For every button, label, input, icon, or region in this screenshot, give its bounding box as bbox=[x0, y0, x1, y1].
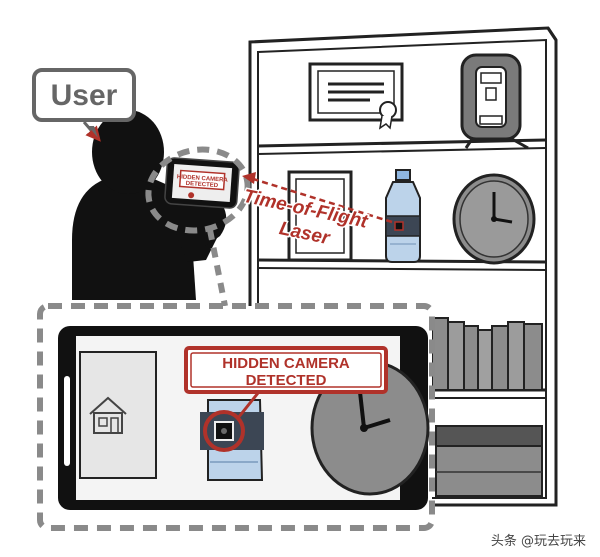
detection-alert-line1: HIDDEN CAMERA bbox=[222, 355, 350, 372]
user-label: User bbox=[32, 68, 136, 142]
detection-alert-line2: DETECTED bbox=[246, 372, 327, 389]
wall-clock bbox=[452, 173, 536, 265]
storage-box bbox=[435, 425, 543, 497]
screen-picture-frame bbox=[79, 351, 157, 479]
user-label-text: User bbox=[51, 79, 118, 112]
books bbox=[431, 317, 543, 391]
watermark: 头条 @玩去玩来 bbox=[491, 533, 586, 549]
small-detected-line2: DETECTED bbox=[186, 181, 219, 189]
smartphone-large: HIDDEN CAMERA DETECTED bbox=[58, 326, 430, 510]
picture-frame bbox=[287, 170, 353, 262]
thermostat bbox=[460, 53, 529, 150]
smartphone-small: HIDDEN CAMERA DETECTED bbox=[164, 157, 240, 209]
zoom-ring bbox=[145, 146, 251, 234]
detection-alert: HIDDEN CAMERA DETECTED bbox=[184, 346, 388, 394]
hidden-camera-lens-small bbox=[394, 221, 404, 231]
user-silhouette bbox=[72, 110, 227, 300]
water-bottle bbox=[385, 169, 421, 263]
hidden-camera-highlight bbox=[203, 410, 245, 452]
tof-laser-beam bbox=[242, 172, 393, 224]
small-detected-line1: HIDDEN CAMERA bbox=[177, 174, 229, 184]
house-icon bbox=[89, 396, 127, 434]
certificate bbox=[308, 62, 404, 130]
